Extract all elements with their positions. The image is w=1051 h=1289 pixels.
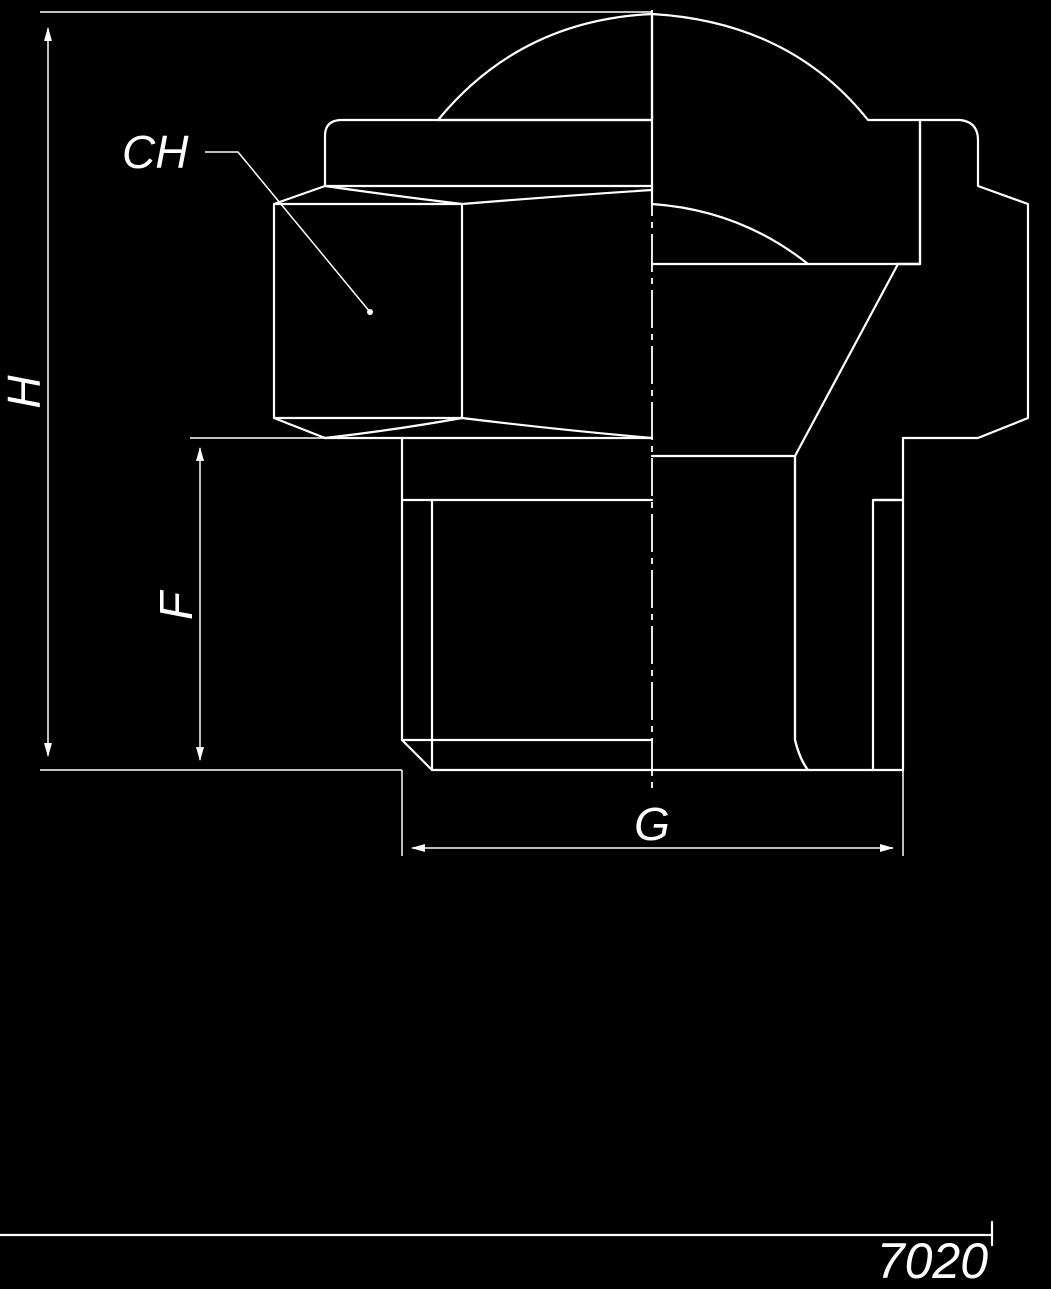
- thread-size-label: G: [634, 798, 670, 850]
- body-section-hatch: [793, 118, 1030, 772]
- threaded-shank: [400, 436, 654, 772]
- filter-dome-left: [436, 12, 654, 122]
- body-section: [650, 118, 1030, 772]
- cap-collar: [323, 118, 654, 188]
- dimension-g: G: [401, 770, 904, 856]
- drawing-code: 7020: [877, 1233, 988, 1289]
- title-block: 7020: [0, 1220, 994, 1289]
- thread-length-label: F: [150, 589, 202, 620]
- dimension-f: F: [150, 437, 402, 761]
- ch-leader: CH: [122, 126, 373, 315]
- filter-dome: [436, 12, 922, 266]
- hex-nut: [272, 184, 654, 440]
- height-label: H: [0, 375, 50, 409]
- dimension-h: H: [0, 11, 652, 771]
- filter-dome-right: [650, 12, 922, 266]
- hex-size-label: CH: [122, 126, 189, 178]
